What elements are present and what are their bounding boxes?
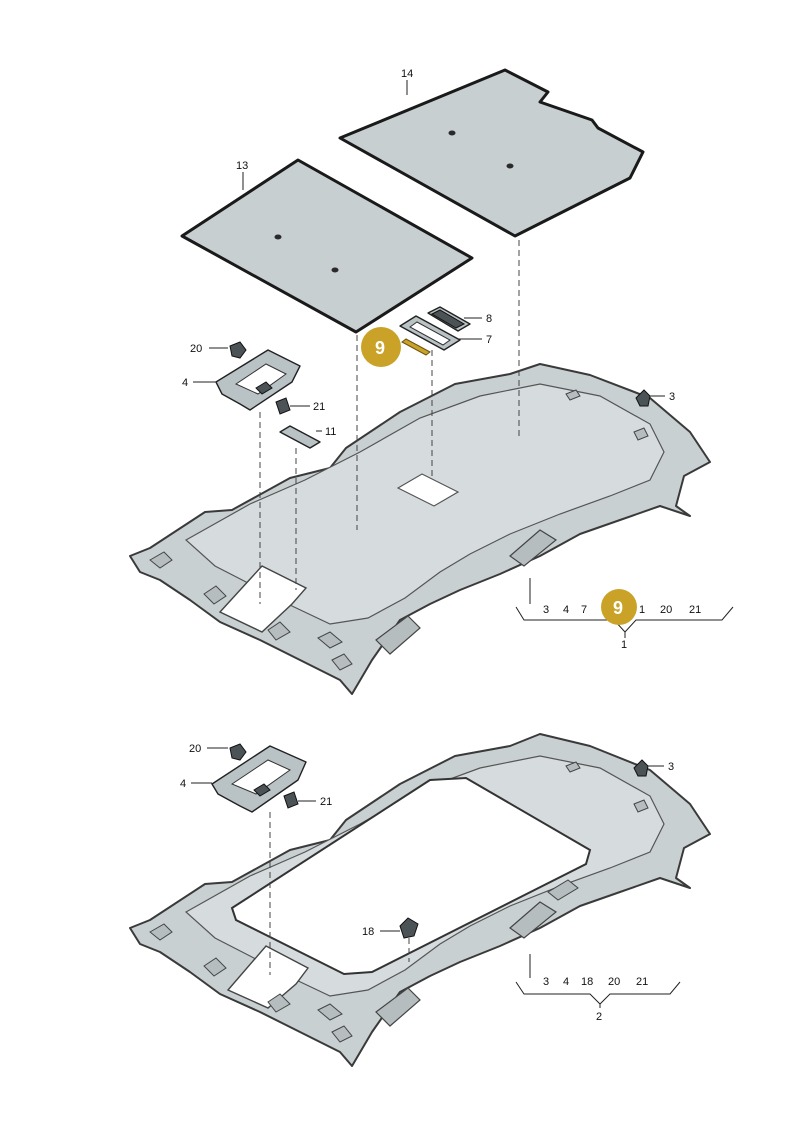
strip-part-9: [401, 338, 431, 356]
clip-part-3-upper: [635, 389, 651, 407]
clip-part-3-lower: [633, 759, 649, 777]
highlight-badge-9-lower: 9: [601, 589, 637, 625]
group-1-bracket: [515, 578, 734, 638]
seal-part-8: [427, 306, 471, 332]
insulation-panel-13: [180, 158, 474, 334]
headliner-shell-1: [129, 363, 711, 695]
frame-part-7: [399, 315, 461, 351]
callout-3-lower: 3: [668, 761, 674, 773]
group-2-label: 2: [596, 1011, 602, 1023]
bracket-part-4-upper: [215, 349, 301, 411]
callout-4-upper: 4: [182, 377, 188, 389]
group-1-item-7: 21: [689, 604, 701, 616]
callout-14: 14: [401, 68, 413, 80]
highlight-badge-9-upper: 9: [361, 327, 401, 367]
group-2-bracket: [515, 954, 681, 1008]
group-1-item-6: 20: [660, 604, 672, 616]
bracket-part-4-lower: [211, 745, 307, 813]
clip-part-20-lower: [229, 743, 247, 761]
group-2-item-1: 3: [543, 976, 549, 988]
callout-7: 7: [486, 334, 492, 346]
callout-21-upper: 21: [313, 401, 325, 413]
clip-part-21-lower: [283, 791, 299, 809]
strip-part-11: [279, 425, 321, 449]
clip-part-20-upper: [229, 341, 247, 359]
callout-11: 11: [325, 426, 336, 438]
clip-part-18: [399, 917, 419, 939]
callout-4-lower: 4: [180, 778, 186, 790]
group-1-label: 1: [621, 639, 627, 651]
group-1-item-1: 3: [543, 604, 549, 616]
svg-text:9: 9: [375, 338, 385, 358]
callout-8: 8: [486, 313, 492, 325]
group-1-item-2: 4: [563, 604, 569, 616]
callout-21-lower: 21: [320, 796, 332, 808]
callout-20-upper: 20: [190, 343, 202, 355]
headliner-shell-2: [129, 733, 711, 1067]
callout-20-lower: 20: [189, 743, 201, 755]
callout-13: 13: [236, 160, 248, 172]
group-2-item-2: 4: [563, 976, 569, 988]
group-2-item-5: 21: [636, 976, 648, 988]
clip-part-21-upper: [275, 397, 291, 415]
callout-18: 18: [362, 926, 374, 938]
svg-text:9: 9: [613, 598, 623, 618]
insulation-panel-14: [338, 68, 645, 238]
group-1-item-5: 1: [639, 604, 645, 616]
group-1-item-3: 7: [581, 604, 587, 616]
group-2-item-4: 20: [608, 976, 620, 988]
callout-3-upper: 3: [669, 391, 675, 403]
group-2-item-3: 18: [581, 976, 593, 988]
